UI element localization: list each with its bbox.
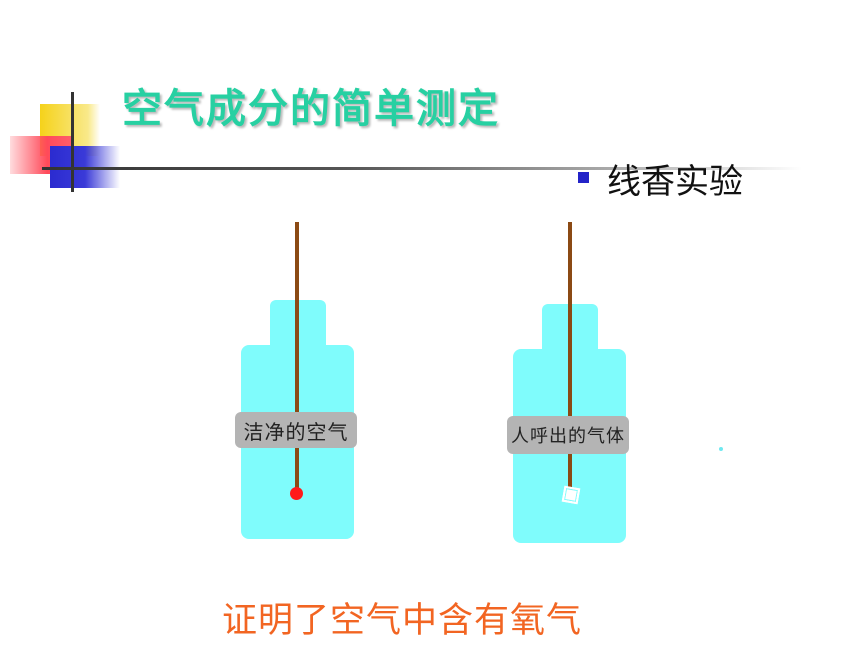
decor-horizontal-rule — [42, 167, 802, 170]
bullet-text: 线香实验 — [607, 162, 743, 202]
incense-stick — [568, 222, 572, 494]
glowing-tip-icon — [290, 487, 303, 500]
slide-title: 空气成分的简单测定 — [122, 86, 500, 132]
incense-stick — [295, 222, 299, 492]
stray-dot — [719, 447, 723, 451]
extinguished-tip-icon — [561, 485, 581, 505]
bullet-square-icon — [578, 172, 589, 183]
decor-vertical-line — [71, 92, 74, 192]
bottle-label: 人呼出的气体 — [507, 416, 629, 454]
conclusion-text: 证明了空气中含有氧气 — [222, 601, 583, 641]
bottle-label: 洁净的空气 — [235, 412, 357, 448]
